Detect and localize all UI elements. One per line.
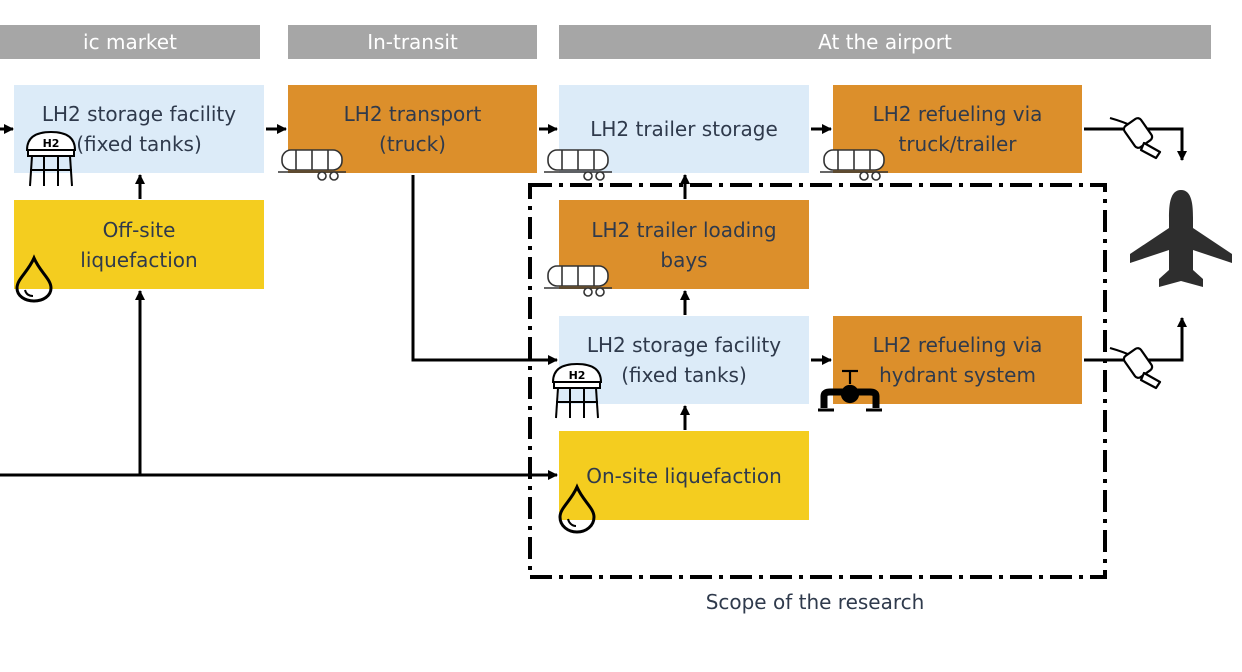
trailer-icon: [544, 149, 612, 181]
storage-tank-icon: H2: [25, 130, 77, 187]
box-trailer-storage-label: LH2 trailer storage: [590, 117, 778, 141]
arrow-refuel-truck-to-aircraft: [1084, 127, 1187, 161]
box-onsite-storage-facility: LH2 storage facility (fixed tanks): [559, 316, 809, 404]
header-domestic-market-label: ic market: [83, 30, 177, 54]
header-in-transit-label: In-transit: [367, 30, 458, 54]
box-refueling-hydrant-system: LH2 refueling via hydrant system: [833, 316, 1082, 404]
tank-h2-label: H2: [43, 137, 60, 150]
airplane-icon: [1130, 190, 1232, 287]
header-in-transit: In-transit: [288, 25, 537, 59]
header-at-the-airport: At the airport: [559, 25, 1211, 59]
tank-h2-label: H2: [569, 369, 586, 382]
header-domestic-market: ic market: [0, 25, 260, 59]
fuel-nozzle-icon: [1109, 346, 1162, 390]
box-trailer-storage: LH2 trailer storage: [559, 85, 809, 173]
arrow-truck-to-onsite-storage: [411, 175, 558, 365]
arrow-hydrant-to-aircraft: [1084, 317, 1187, 362]
trailer-icon: [278, 149, 346, 181]
header-at-the-airport-label: At the airport: [818, 30, 952, 54]
box-lh2-transport-truck-label: LH2 transport (truck): [343, 102, 482, 156]
fuel-nozzle-icon: [1109, 116, 1162, 160]
box-refueling-hydrant-system-label: LH2 refueling via hydrant system: [872, 333, 1043, 387]
box-offsite-storage-facility-label: LH2 storage facility (fixed tanks): [41, 102, 237, 156]
box-refueling-truck-trailer-label: LH2 refueling via truck/trailer: [872, 102, 1043, 156]
box-trailer-loading-bays-label: LH2 trailer loading bays: [591, 217, 777, 272]
box-offsite-liquefaction-label: Off-site liquefaction: [80, 217, 198, 272]
scope-of-research-label: Scope of the research: [705, 590, 925, 614]
scope-of-research-border: [528, 183, 1107, 579]
hydrant-valve-icon: [818, 369, 882, 412]
box-onsite-storage-facility-label: LH2 storage facility (fixed tanks): [586, 333, 782, 387]
box-offsite-storage-facility: LH2 storage facility (fixed tanks): [14, 85, 264, 173]
box-offsite-liquefaction: Off-site liquefaction: [14, 200, 264, 289]
trailer-icon: [544, 265, 612, 297]
trailer-icon: [820, 149, 888, 181]
storage-tank-icon: H2: [551, 362, 603, 419]
droplet-icon: [15, 254, 53, 303]
box-onsite-liquefaction: On-site liquefaction: [559, 431, 809, 520]
box-onsite-liquefaction-label: On-site liquefaction: [586, 463, 782, 488]
droplet-icon: [558, 483, 596, 534]
